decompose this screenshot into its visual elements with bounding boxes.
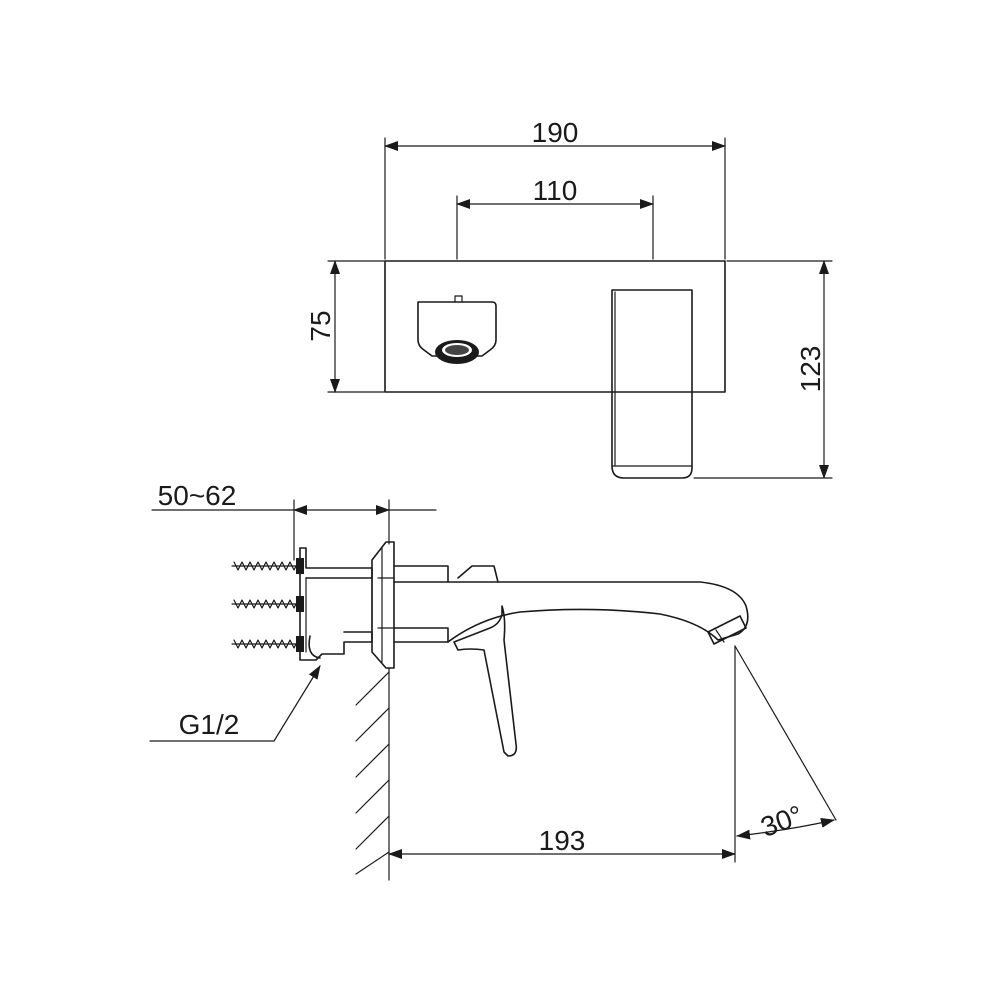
dim-75: 75 xyxy=(305,260,385,393)
dim-123: 123 xyxy=(693,260,833,479)
dim-110-label: 110 xyxy=(533,175,578,206)
wall-plate-side xyxy=(371,541,395,669)
spout-front xyxy=(417,295,497,364)
angle-30: 30° xyxy=(734,645,837,843)
dim-190: 190 xyxy=(384,117,726,260)
concealed-body xyxy=(299,547,373,661)
dim-193: 193 xyxy=(388,645,736,863)
thread-label: G1/2 xyxy=(179,709,240,740)
thread-leader: G1/2 xyxy=(149,665,321,742)
lever-side xyxy=(453,605,518,757)
angle-label: 30° xyxy=(757,799,807,843)
side-view: 50~62 G1/2 193 30° xyxy=(149,480,837,881)
dim-193-label: 193 xyxy=(539,825,586,856)
dim-110: 110 xyxy=(456,175,654,260)
dim-50-62: 50~62 xyxy=(151,480,437,561)
wall-plate xyxy=(384,260,726,393)
spout-side xyxy=(393,565,749,645)
front-view: 190 110 75 123 xyxy=(305,117,833,479)
mounting-screws xyxy=(231,558,304,652)
handle-front xyxy=(611,289,693,479)
spout-aerator xyxy=(707,615,747,645)
dim-190-label: 190 xyxy=(532,117,579,148)
screw xyxy=(231,596,304,612)
wall-hatching xyxy=(355,667,390,881)
screw xyxy=(231,558,304,574)
dim-123-label: 123 xyxy=(795,346,826,393)
screw xyxy=(231,636,304,652)
dim-75-label: 75 xyxy=(305,310,336,341)
dim-50-62-label: 50~62 xyxy=(158,480,237,511)
